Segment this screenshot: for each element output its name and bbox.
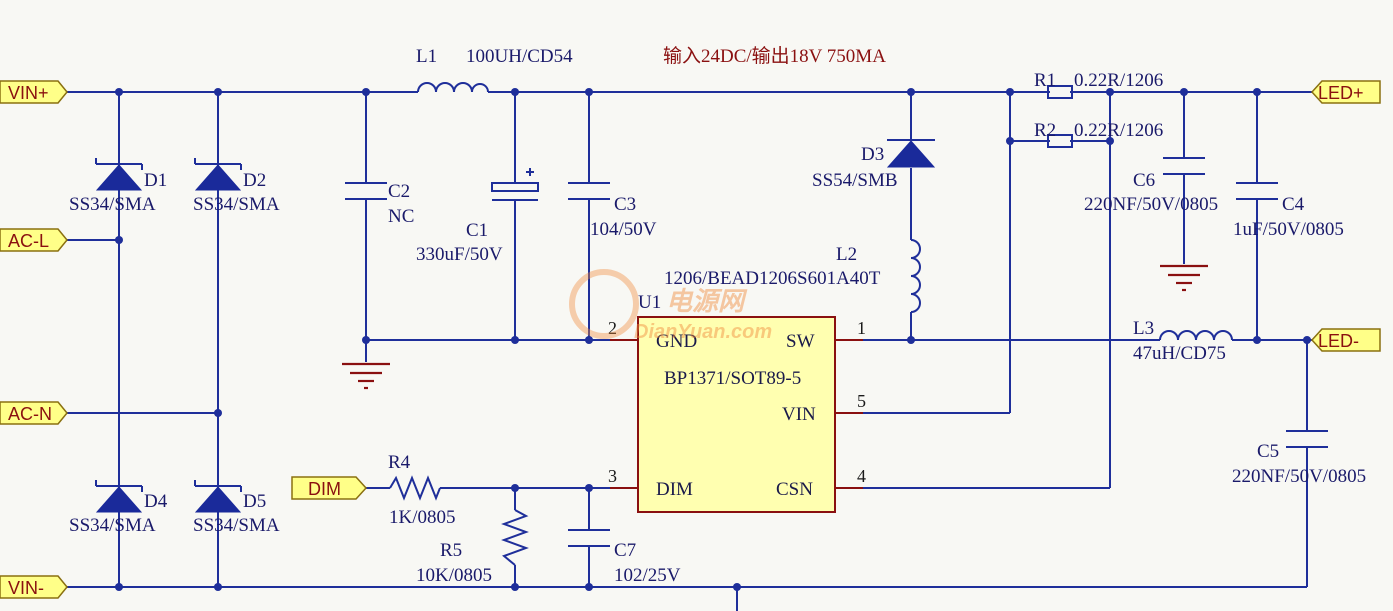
ground-symbol-1 bbox=[342, 362, 390, 390]
d4-value: SS34/SMA bbox=[69, 515, 156, 536]
capacitor-c1[interactable] bbox=[491, 168, 539, 201]
capacitor-c5[interactable] bbox=[1286, 430, 1328, 448]
capacitor-c3[interactable] bbox=[568, 182, 610, 200]
l2-ref: L2 bbox=[836, 244, 857, 265]
c1-ref: C1 bbox=[466, 220, 488, 241]
r1-value: 0.22R/1206 bbox=[1074, 70, 1163, 91]
port-vin-minus[interactable]: VIN- bbox=[0, 575, 68, 599]
c4-ref: C4 bbox=[1282, 194, 1305, 215]
resistor-r1[interactable] bbox=[1047, 85, 1073, 99]
c6-value: 220NF/50V/0805 bbox=[1084, 194, 1218, 215]
capacitor-c2[interactable] bbox=[345, 182, 387, 200]
svg-text:VIN+: VIN+ bbox=[8, 83, 49, 103]
ic-pin-gnd: GND bbox=[656, 331, 697, 352]
port-led-minus[interactable]: LED- bbox=[1310, 328, 1381, 352]
ic-u1[interactable] bbox=[610, 316, 863, 513]
ic-pin-csn: CSN bbox=[776, 479, 813, 500]
resistor-r5[interactable] bbox=[501, 509, 529, 566]
c2-value: NC bbox=[388, 206, 414, 227]
watermark-cn: 电源网 bbox=[666, 286, 748, 316]
r4-value: 1K/0805 bbox=[389, 507, 456, 528]
svg-text:AC-L: AC-L bbox=[8, 231, 49, 251]
c6-ref: C6 bbox=[1133, 170, 1155, 191]
r5-ref: R5 bbox=[440, 540, 462, 561]
c7-ref: C7 bbox=[614, 540, 636, 561]
watermark: 电源网 DianYuan.com bbox=[569, 269, 772, 343]
ic-pin-3-num: 3 bbox=[608, 466, 617, 486]
port-ac-n[interactable]: AC-N bbox=[0, 401, 68, 425]
c1-value: 330uF/50V bbox=[416, 244, 503, 265]
r1-ref: R1 bbox=[1034, 70, 1056, 91]
c5-value: 220NF/50V/0805 bbox=[1232, 466, 1366, 487]
ic-part: BP1371/SOT89-5 bbox=[664, 368, 801, 389]
title-note: 输入24DC/输出18V 750MA bbox=[663, 45, 886, 67]
l1-ref: L1 bbox=[416, 46, 437, 67]
ground-symbol-2 bbox=[1160, 264, 1208, 292]
c4-value: 1uF/50V/0805 bbox=[1233, 219, 1344, 240]
l3-value: 47uH/CD75 bbox=[1133, 343, 1226, 364]
svg-text:DIM: DIM bbox=[308, 479, 341, 499]
diode-d1[interactable] bbox=[95, 158, 143, 191]
diode-d4[interactable] bbox=[95, 480, 143, 513]
d1-ref: D1 bbox=[144, 170, 167, 191]
ic-pin-1-num: 1 bbox=[857, 318, 866, 338]
svg-text:VIN-: VIN- bbox=[8, 578, 44, 598]
ic-pin-4-num: 4 bbox=[857, 466, 866, 486]
resistor-r4[interactable] bbox=[389, 475, 441, 501]
d2-value: SS34/SMA bbox=[193, 194, 280, 215]
c3-value: 104/50V bbox=[590, 219, 657, 240]
c7-value: 102/25V bbox=[614, 565, 681, 586]
capacitor-c4[interactable] bbox=[1236, 182, 1278, 200]
svg-text:LED+: LED+ bbox=[1318, 83, 1364, 103]
watermark-en: DianYuan.com bbox=[634, 321, 772, 343]
d5-ref: D5 bbox=[243, 491, 266, 512]
ic-pin-2-num: 2 bbox=[608, 318, 617, 338]
port-led-plus[interactable]: LED+ bbox=[1310, 80, 1381, 104]
junction-dots bbox=[115, 88, 1311, 591]
c2-ref: C2 bbox=[388, 181, 410, 202]
ic-pin-5-num: 5 bbox=[857, 391, 866, 411]
d1-value: SS34/SMA bbox=[69, 194, 156, 215]
r4-ref: R4 bbox=[388, 452, 411, 473]
svg-text:AC-N: AC-N bbox=[8, 404, 52, 424]
r5-value: 10K/0805 bbox=[416, 565, 492, 586]
diode-d3[interactable] bbox=[886, 139, 936, 168]
r2-value: 0.22R/1206 bbox=[1074, 120, 1163, 141]
port-dim[interactable]: DIM bbox=[291, 476, 368, 500]
svg-text:LED-: LED- bbox=[1318, 331, 1359, 351]
d2-ref: D2 bbox=[243, 170, 266, 191]
inductor-l1[interactable] bbox=[417, 82, 489, 93]
capacitor-c7[interactable] bbox=[568, 529, 610, 547]
d3-value: SS54/SMB bbox=[812, 170, 898, 191]
c3-ref: C3 bbox=[614, 194, 636, 215]
l3-ref: L3 bbox=[1133, 318, 1154, 339]
port-vin-plus[interactable]: VIN+ bbox=[0, 80, 68, 104]
r2-ref: R2 bbox=[1034, 120, 1056, 141]
diode-d2[interactable] bbox=[194, 158, 242, 191]
d5-value: SS34/SMA bbox=[193, 515, 280, 536]
diode-d5[interactable] bbox=[194, 480, 242, 513]
resistor-r2[interactable] bbox=[1047, 134, 1073, 148]
capacitor-c6[interactable] bbox=[1163, 157, 1205, 175]
inductor-l3[interactable] bbox=[1159, 330, 1233, 341]
c5-ref: C5 bbox=[1257, 441, 1279, 462]
l2-value: 1206/BEAD1206S601A40T bbox=[664, 268, 881, 289]
ic-pin-sw: SW bbox=[786, 331, 815, 352]
ic-ref: U1 bbox=[638, 292, 661, 313]
inductor-l2[interactable] bbox=[910, 239, 921, 313]
ic-pin-dim: DIM bbox=[656, 479, 693, 500]
port-ac-l[interactable]: AC-L bbox=[0, 228, 68, 252]
l1-value: 100UH/CD54 bbox=[466, 46, 573, 67]
d4-ref: D4 bbox=[144, 491, 168, 512]
d3-ref: D3 bbox=[861, 144, 884, 165]
ic-pin-vin: VIN bbox=[782, 404, 816, 425]
